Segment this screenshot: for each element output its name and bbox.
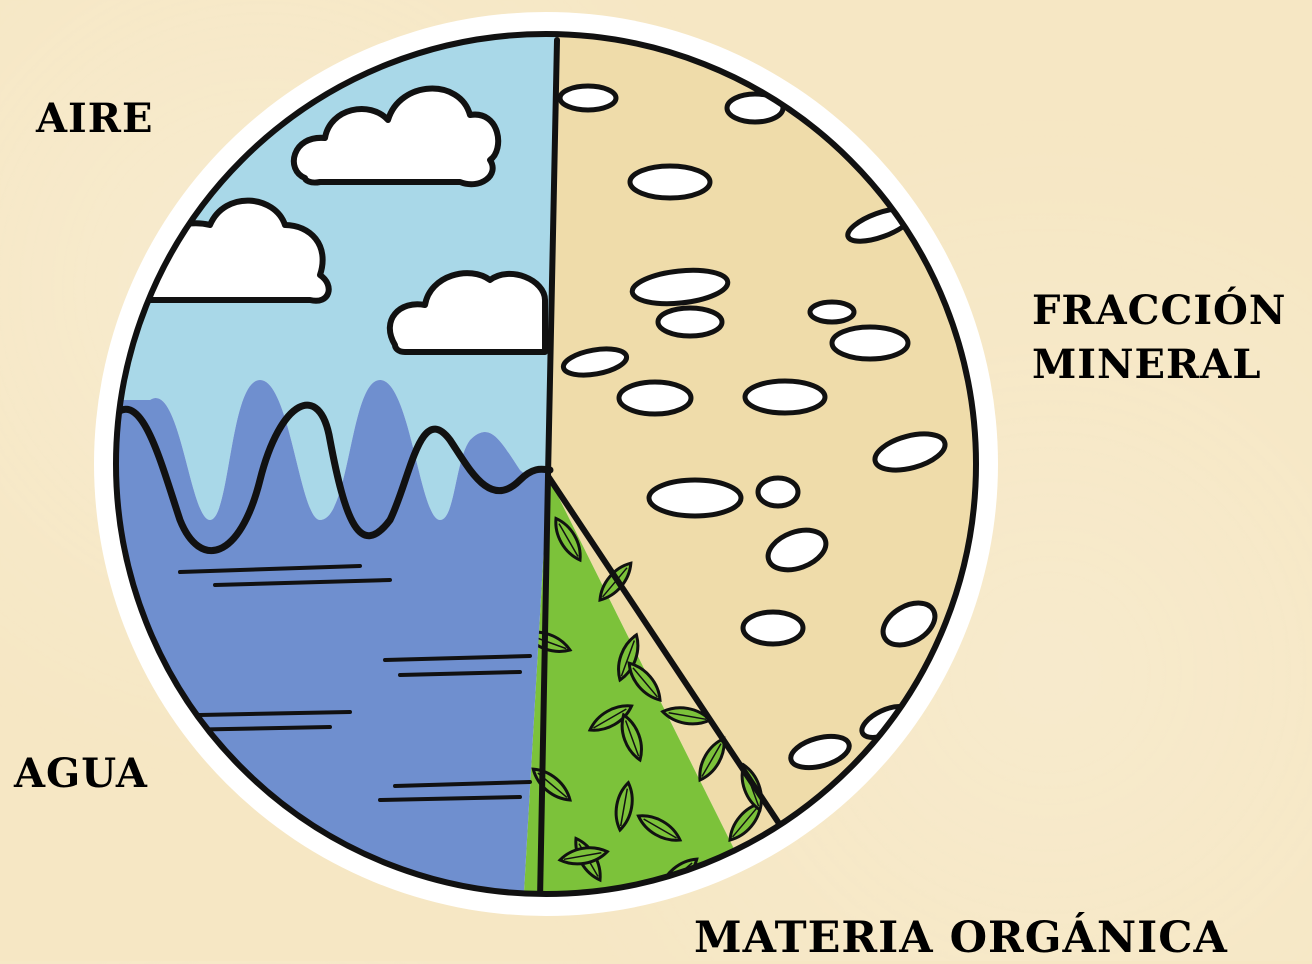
air-label: AIRE (36, 93, 153, 145)
water-label: AGUA (14, 748, 148, 800)
water-sector (0, 380, 550, 961)
mineral-fraction-label: FRACCIÓN MINERAL (1032, 284, 1286, 392)
mineral-label-line1: FRACCIÓN (1032, 284, 1286, 338)
organic-matter-label: MATERIA ORGÁNICA (694, 912, 1228, 964)
mineral-label-line2: MINERAL (1032, 338, 1286, 392)
